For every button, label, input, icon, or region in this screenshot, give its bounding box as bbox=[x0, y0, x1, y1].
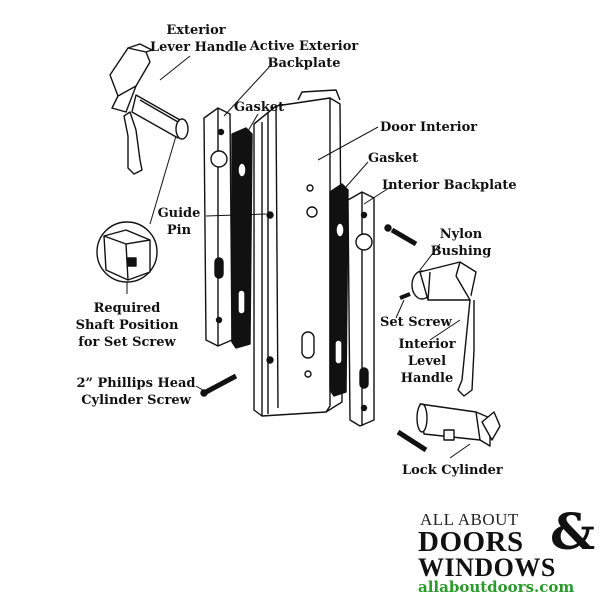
phillips-screw bbox=[200, 373, 238, 397]
label-interior-lever-handle: Interior Level Handle bbox=[392, 336, 462, 387]
label-line: Required bbox=[93, 301, 161, 316]
label-gasket-left: Gasket bbox=[234, 100, 285, 115]
label-guide-pin: Guide Pin bbox=[154, 205, 204, 239]
gasket-right bbox=[329, 183, 349, 397]
logo-ampersand: & bbox=[550, 502, 596, 561]
interior-lever-handle bbox=[411, 261, 477, 397]
label-line: Backplate bbox=[267, 56, 341, 71]
label-exterior-lever-handle: Exterior Lever Handle bbox=[150, 22, 248, 56]
label-phillips-screw: 2” Phillips Head Cylinder Screw bbox=[68, 375, 204, 409]
leader-lines bbox=[126, 55, 471, 459]
interior-backplate bbox=[347, 191, 375, 427]
label-line: Handle bbox=[400, 371, 454, 386]
logo-line-3: WINDOWS bbox=[418, 553, 556, 582]
bushing-screw bbox=[384, 224, 418, 247]
label-line: Lever Handle bbox=[150, 40, 248, 55]
brand-logo: ALL ABOUT DOORS & WINDOWS allaboutdoors.… bbox=[418, 502, 598, 596]
label-gasket-right: Gasket bbox=[368, 151, 419, 166]
logo-url[interactable]: allaboutdoors.com bbox=[418, 578, 575, 596]
cylinder-screw bbox=[396, 429, 428, 453]
gasket-left bbox=[231, 127, 253, 349]
shaft-detail bbox=[96, 221, 158, 283]
label-line: 2” Phillips Head bbox=[76, 376, 196, 391]
label-line: Active Exterior bbox=[249, 39, 359, 54]
label-interior-backplate: Interior Backplate bbox=[382, 178, 517, 193]
label-active-exterior-backplate: Active Exterior Backplate bbox=[248, 38, 360, 72]
door-body bbox=[253, 89, 343, 417]
label-line: Nylon bbox=[439, 227, 483, 242]
label-required-shaft: Required Shaft Position for Set Screw bbox=[64, 300, 190, 351]
label-line: Pin bbox=[166, 223, 192, 238]
logo-line-1: ALL ABOUT bbox=[420, 510, 519, 529]
label-line: Shaft Position bbox=[75, 318, 179, 333]
label-line: for Set Screw bbox=[78, 335, 176, 350]
label-nylon-bushing: Nylon Bushing bbox=[426, 226, 496, 260]
exterior-backplate bbox=[203, 107, 233, 347]
lock-cylinder bbox=[416, 403, 501, 447]
logo-line-2: DOORS bbox=[418, 526, 524, 558]
label-line: Interior bbox=[398, 337, 456, 352]
label-line: Cylinder Screw bbox=[81, 393, 191, 408]
label-line: Bushing bbox=[430, 244, 492, 259]
set-screw bbox=[399, 292, 411, 300]
label-line: Guide bbox=[157, 206, 201, 221]
label-door-interior: Door Interior bbox=[380, 120, 478, 135]
label-lock-cylinder: Lock Cylinder bbox=[402, 463, 503, 478]
label-line: Level bbox=[407, 354, 447, 369]
label-line: Exterior bbox=[166, 23, 226, 38]
label-set-screw: Set Screw bbox=[380, 315, 452, 330]
exterior-lever-handle bbox=[109, 43, 189, 175]
